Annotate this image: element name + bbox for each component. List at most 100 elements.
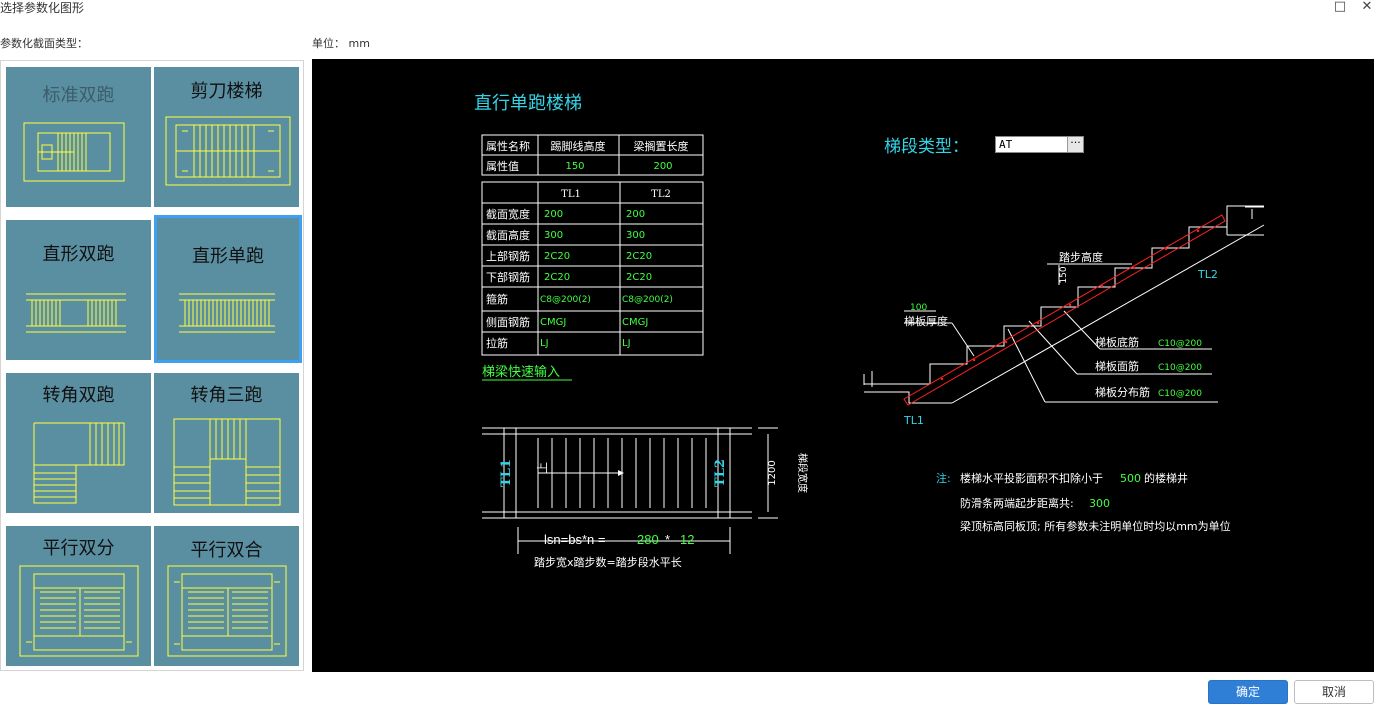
parallel-split-icon [19, 565, 139, 657]
dist-bar-label: 梯板分布筋 [1095, 385, 1150, 399]
plan-formula-times: * [665, 532, 670, 547]
tile-label: 标准双跑 [42, 85, 115, 106]
notes-prefix: 注: [936, 471, 951, 485]
up-arrow-icon [618, 470, 624, 476]
scissor-stair-icon [165, 116, 291, 186]
step-height-value: 150 [1059, 266, 1069, 283]
tile-corner-double-run[interactable]: 转角双跑 [6, 373, 151, 513]
kick-height-value[interactable]: 150 [565, 161, 584, 172]
plan-tl2-label: TL2 [713, 459, 728, 487]
dist-bar-value: C10@200 [1158, 389, 1202, 399]
tile-scissor-stair[interactable]: 剪刀楼梯 [154, 67, 299, 207]
beam-quick-input-link[interactable]: 梯梁快速输入 [482, 364, 560, 380]
table2-header-tl2: TL2 [651, 189, 671, 200]
tl2-tie-value[interactable]: LJ [622, 338, 631, 349]
tile-parallel-split[interactable]: 平行双分 [6, 526, 151, 666]
plan-formula-n: 12 [680, 532, 694, 547]
thickness-value: 100 [910, 303, 927, 313]
tl1-side-bar-value[interactable]: CMGJ [540, 317, 566, 328]
plan-formula-prefix: lsn=bs*n = [544, 532, 605, 547]
tl2-bottom-bar-value[interactable]: 2C20 [626, 272, 652, 283]
cad-drawing: 直行单跑楼梯 属性名称 踢脚线高度 梁搁置长度 属性值 150 200 [474, 93, 1265, 569]
notes-line2-value: 300 [1089, 497, 1110, 510]
bottom-bar-value: C10@200 [1158, 339, 1202, 349]
table1-header-seat: 梁搁置长度 [634, 139, 689, 153]
notes-line1-b: 的楼梯井 [1144, 471, 1188, 485]
tile-label: 平行双分 [42, 538, 115, 559]
seat-length-value[interactable]: 200 [653, 161, 672, 172]
window-title: 选择参数化图形 [0, 1, 85, 15]
standard-double-run-icon [23, 122, 125, 182]
table1-row-label: 属性值 [486, 159, 519, 173]
corner-double-run-icon [33, 422, 125, 504]
table1-header-kick: 踢脚线高度 [551, 139, 606, 153]
row-label-top-bar: 上部钢筋 [486, 249, 530, 263]
row-label-side-bar: 侧面钢筋 [486, 315, 530, 329]
cad-preview: 直行单跑楼梯 属性名称 踢脚线高度 梁搁置长度 属性值 150 200 [312, 59, 1374, 672]
top-bar-label: 梯板面筋 [1095, 359, 1139, 373]
row-label-tie: 拉筋 [486, 336, 508, 350]
property-table: 属性名称 踢脚线高度 梁搁置长度 属性值 150 200 [481, 134, 704, 176]
tile-parallel-merge[interactable]: 平行双合 [154, 526, 299, 666]
tile-label: 转角三跑 [190, 385, 263, 406]
tl1-width-value[interactable]: 200 [544, 209, 563, 220]
straight-double-run-icon [26, 293, 126, 333]
tl2-stirrup-value[interactable]: C8@200(2) [622, 295, 673, 305]
stair-section-view: TL1 TL2 踏步高度 150 100 梯板厚度 梯板底筋 C10@200 梯… [863, 205, 1265, 427]
tile-straight-single-run[interactable]: 直形单跑 [154, 215, 302, 363]
notes-line2-a: 防滑条两端起步距离共: [960, 496, 1074, 510]
plan-width-label: 梯段宽度 [796, 453, 809, 493]
tl2-height-value[interactable]: 300 [626, 230, 645, 241]
tile-label: 剪刀楼梯 [190, 81, 263, 102]
tl1-height-value[interactable]: 300 [544, 230, 563, 241]
tile-label: 直形单跑 [192, 246, 264, 267]
tl1-stirrup-value[interactable]: C8@200(2) [540, 295, 591, 305]
thickness-label: 梯板厚度 [904, 314, 948, 328]
table2-header-tl1: TL1 [561, 189, 581, 200]
more-icon[interactable]: ··· [1067, 137, 1083, 152]
section-tl1-label: TL1 [903, 414, 924, 427]
tile-label: 直形双跑 [42, 244, 115, 265]
tile-label: 平行双合 [190, 540, 263, 561]
tl2-top-bar-value[interactable]: 2C20 [626, 251, 652, 262]
stair-type-gallery: 标准双跑 剪刀楼梯 [0, 60, 304, 671]
stair-plan-view: TL1 TL2 上 1200 梯段宽度 lsn=bs*n = 280 * 12 … [482, 427, 809, 569]
tile-straight-double-run[interactable]: 直形双跑 [6, 220, 151, 360]
row-label-bottom-bar: 下部钢筋 [486, 270, 530, 284]
section-tl2-label: TL2 [1197, 268, 1218, 281]
tl1-top-bar-value[interactable]: 2C20 [544, 251, 570, 262]
tile-corner-triple-run[interactable]: 转角三跑 [154, 373, 299, 513]
close-icon[interactable]: ✕ [1361, 0, 1373, 14]
tl1-bottom-bar-value[interactable]: 2C20 [544, 272, 570, 283]
plan-tl1-label: TL1 [499, 459, 514, 487]
ok-button[interactable]: 确定 [1208, 680, 1288, 704]
straight-single-run-icon [179, 293, 275, 333]
maximize-icon[interactable]: □ [1333, 0, 1347, 14]
section-type-label: 参数化截面类型： [0, 37, 88, 50]
beam-table: TL1 TL2 截面宽度 200 200 截面高度 300 300 上部钢筋 2… [481, 181, 704, 356]
plan-up-label: 上 [536, 462, 549, 473]
tile-standard-double-run[interactable]: 标准双跑 [6, 67, 151, 207]
corner-triple-run-icon [173, 418, 281, 506]
notes-line1-value: 500 [1120, 472, 1141, 485]
cancel-button[interactable]: 取消 [1294, 680, 1374, 704]
tl2-width-value[interactable]: 200 [626, 209, 645, 220]
notes: 注: 楼梯水平投影面积不扣除小于 500 的楼梯井 防滑条两端起步距离共: 30… [936, 471, 1231, 533]
notes-line3: 梁顶标高同板顶; 所有参数未注明单位时均以mm为单位 [960, 519, 1231, 533]
segment-type-select[interactable]: AT ··· [995, 136, 1084, 153]
tl1-tie-value[interactable]: LJ [540, 338, 549, 349]
plan-formula-bs: 280 [637, 532, 659, 547]
tile-label: 转角双跑 [42, 385, 115, 406]
notes-line1-a: 楼梯水平投影面积不扣除小于 [960, 471, 1103, 485]
title-bar: 选择参数化图形 □ ✕ [0, 0, 1380, 18]
plan-formula-caption: 踏步宽x踏步数=踏步段水平长 [534, 555, 682, 569]
bottom-bar-label: 梯板底筋 [1095, 335, 1139, 349]
table1-header-name: 属性名称 [486, 139, 530, 153]
unit-label: 单位： mm [312, 37, 370, 50]
plan-width-value: 1200 [767, 460, 778, 485]
row-label-width: 截面宽度 [486, 207, 530, 221]
top-bar-value: C10@200 [1158, 363, 1202, 373]
segment-type-label: 梯段类型： [884, 137, 969, 156]
row-label-height: 截面高度 [486, 228, 530, 242]
tl2-side-bar-value[interactable]: CMGJ [622, 317, 648, 328]
